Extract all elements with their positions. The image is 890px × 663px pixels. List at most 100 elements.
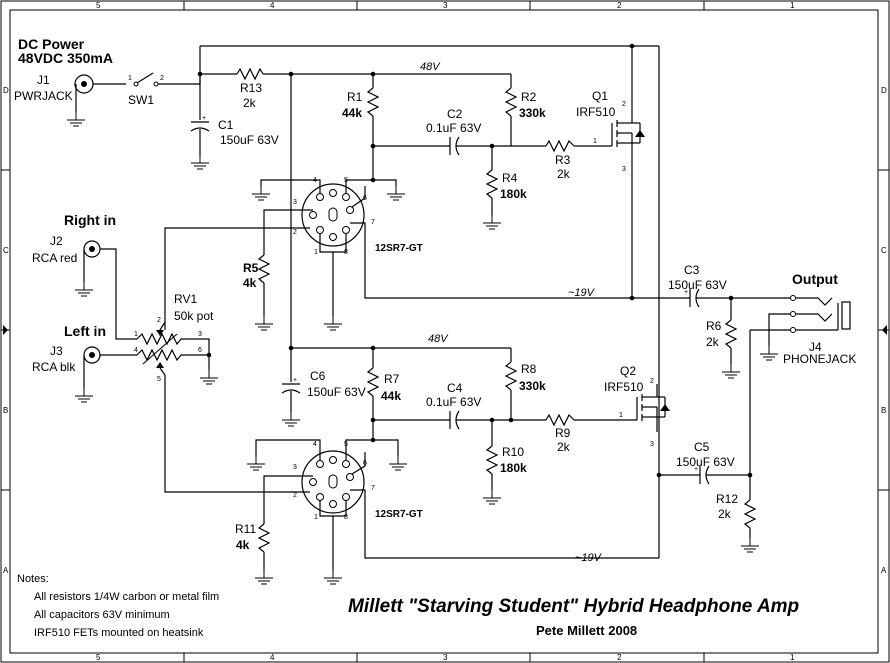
v1-pin7: 7 bbox=[371, 219, 375, 226]
v1-tube-type: 12SR7-GT bbox=[375, 243, 423, 254]
r7-symbol bbox=[366, 367, 380, 397]
q1-pin-gate: 1 bbox=[593, 138, 597, 145]
sw1-ref: SW1 bbox=[128, 93, 154, 107]
rv1-pin5: 5 bbox=[157, 376, 161, 383]
right-in-heading: Right in bbox=[64, 212, 116, 228]
sw1-switch-symbol bbox=[136, 72, 154, 84]
zone-right-a: A bbox=[881, 566, 887, 575]
r2-ref: R2 bbox=[521, 90, 537, 104]
r5-symbol bbox=[257, 254, 271, 284]
v2-pin2: 2 bbox=[293, 492, 297, 499]
r5-ref: R5 bbox=[243, 261, 259, 275]
c2-ref: C2 bbox=[447, 107, 463, 121]
r4-value: 180k bbox=[500, 187, 527, 201]
r3-symbol bbox=[545, 139, 575, 153]
sw1-pin2: 2 bbox=[160, 75, 164, 82]
zone-right-b: B bbox=[881, 406, 886, 415]
q1-part: IRF510 bbox=[576, 105, 616, 119]
c3-value: 150uF 63V bbox=[668, 278, 727, 292]
r1-symbol bbox=[366, 87, 380, 117]
j4-phonejack-symbol bbox=[790, 295, 851, 333]
rv1-pot-symbol bbox=[136, 330, 182, 368]
j1-ref: J1 bbox=[37, 73, 50, 87]
c6-ref: C6 bbox=[310, 369, 326, 383]
r12-value: 2k bbox=[718, 507, 732, 521]
input-section: Right in J2 RCA red Left in J3 RCA blk 1… bbox=[32, 212, 219, 486]
r7-value: 44k bbox=[381, 389, 401, 403]
r3-ref: R3 bbox=[555, 153, 571, 167]
r1-ref: R1 bbox=[347, 90, 363, 104]
rv1-pin6: 6 bbox=[198, 347, 202, 354]
zone-bottom-4: 4 bbox=[270, 653, 275, 662]
r10-value: 180k bbox=[500, 461, 527, 475]
v2-pin8: 8 bbox=[344, 514, 348, 521]
r1-value: 44k bbox=[342, 106, 362, 120]
v2-pin3: 3 bbox=[293, 464, 297, 471]
zone-left-b: B bbox=[3, 406, 8, 415]
r2-symbol bbox=[504, 87, 518, 117]
zone-bottom-5: 5 bbox=[96, 653, 101, 662]
left-in-heading: Left in bbox=[64, 323, 106, 339]
j3-ref: J3 bbox=[50, 344, 63, 358]
r11-value: 4k bbox=[236, 538, 250, 552]
j2-value: RCA red bbox=[32, 251, 77, 265]
v1-pin2: 2 bbox=[293, 229, 297, 236]
notes-block: Notes: All resistors 1/4W carbon or meta… bbox=[17, 573, 219, 639]
drawing-author: Pete Millett 2008 bbox=[536, 623, 637, 638]
j4-ref: J4 bbox=[809, 340, 822, 354]
tube-v2-symbol bbox=[301, 450, 365, 514]
q1-pin-source: 3 bbox=[622, 166, 626, 173]
zone-bottom-3: 3 bbox=[443, 653, 448, 662]
r10-ref: R10 bbox=[502, 445, 524, 459]
r13-symbol bbox=[236, 67, 264, 81]
c2-value: 0.1uF 63V bbox=[426, 121, 481, 135]
c5-value: 150uF 63V bbox=[676, 455, 735, 469]
r4-symbol bbox=[485, 169, 499, 199]
r6-symbol bbox=[724, 319, 738, 349]
bottom-rail-voltage: 48V bbox=[428, 333, 449, 345]
r9-ref: R9 bbox=[555, 426, 571, 440]
tube-v1-symbol bbox=[301, 183, 365, 247]
bottom-channel: 48V + C6 150uF 63V R7 44k R8 330k C4 0.1… bbox=[164, 333, 670, 585]
top-rail-voltage: 48V bbox=[420, 61, 441, 73]
v2-tube-type: 12SR7-GT bbox=[375, 509, 423, 520]
drawing-title: Millett "Starving Student" Hybrid Headph… bbox=[348, 596, 799, 617]
r9-value: 2k bbox=[557, 440, 571, 454]
dc-power-spec: 48VDC 350mA bbox=[18, 50, 113, 66]
top-cathode-voltage: ~19V bbox=[568, 287, 596, 299]
c1-ref: C1 bbox=[218, 118, 234, 132]
notes-heading: Notes: bbox=[17, 573, 49, 585]
r13-ref: R13 bbox=[240, 81, 262, 95]
v1-pin3: 3 bbox=[293, 199, 297, 206]
dc-power-heading: DC Power bbox=[18, 36, 85, 52]
zone-right-d: D bbox=[881, 86, 887, 95]
r12-symbol bbox=[743, 499, 757, 529]
zone-left-d: D bbox=[3, 86, 9, 95]
zone-top-1: 1 bbox=[790, 1, 795, 10]
svg-text:+: + bbox=[694, 466, 698, 473]
v2-pin1: 1 bbox=[314, 514, 318, 521]
svg-text:+: + bbox=[202, 115, 206, 122]
j2-ref: J2 bbox=[50, 234, 63, 248]
r7-ref: R7 bbox=[384, 372, 400, 386]
bottom-cathode-voltage: ~19V bbox=[575, 552, 603, 564]
r10-symbol bbox=[485, 445, 499, 475]
c6-value: 150uF 63V bbox=[307, 385, 366, 399]
v1-pin1: 1 bbox=[314, 249, 318, 256]
q1-ref: Q1 bbox=[592, 89, 608, 103]
r3-value: 2k bbox=[557, 167, 571, 181]
j3-value: RCA blk bbox=[32, 360, 76, 374]
title-block: Millett "Starving Student" Hybrid Headph… bbox=[348, 596, 799, 638]
zone-bottom-1: 1 bbox=[790, 653, 795, 662]
v2-pin7: 7 bbox=[371, 485, 375, 492]
r8-ref: R8 bbox=[521, 362, 537, 376]
note-3: IRF510 FETs mounted on heatsink bbox=[34, 627, 204, 639]
rv1-pin1: 1 bbox=[134, 331, 138, 338]
rv1-value: 50k pot bbox=[174, 309, 214, 323]
rv1-ref: RV1 bbox=[174, 292, 197, 306]
zone-right-c: C bbox=[881, 246, 887, 255]
q2-pin-drain: 2 bbox=[650, 378, 654, 385]
zone-top-4: 4 bbox=[270, 1, 275, 10]
